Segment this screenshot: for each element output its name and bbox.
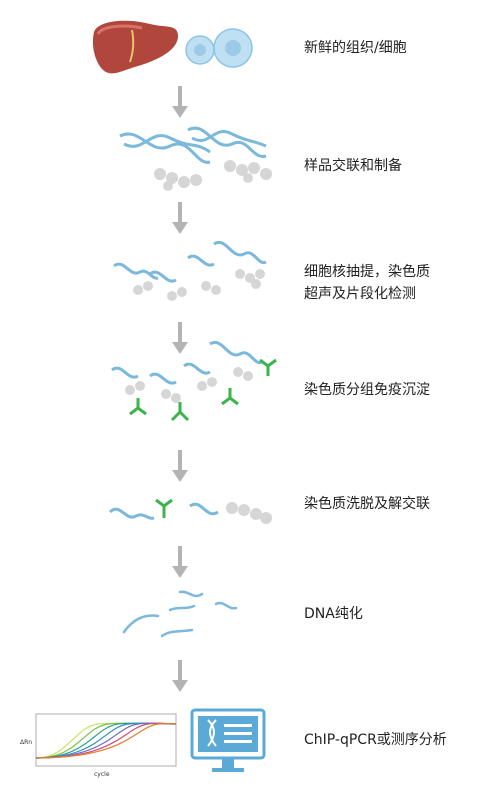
step-label: 细胞核抽提，染色质 [304,264,430,280]
down-arrow-icon [172,86,188,118]
step-elution: 染色质洗脱及解交联 [0,488,480,538]
down-arrow-icon [172,660,188,692]
step-label: 超声及片段化检测 [304,286,416,302]
step-label: 染色质分组免疫沉淀 [304,382,430,398]
step-label: 新鲜的组织/细胞 [304,40,407,56]
immunoprecipitation-illustration [111,340,277,422]
cell-icon [185,28,253,68]
tissue-cells-illustration [92,20,253,74]
elution-illustration [108,498,272,524]
step-sonication: 细胞核抽提，染色质 超声及片段化检测 [0,238,480,318]
step-label: DNA纯化 [304,606,363,622]
liver-icon [92,20,178,74]
step-label: 染色质洗脱及解交联 [304,496,430,512]
axis-label-y: ΔRn [20,739,32,746]
down-arrow-icon [172,322,188,354]
qpcr-chart: ΔRn cycle [20,713,177,778]
down-arrow-icon [172,450,188,482]
step-qpcr-sequencing: ΔRn cycle ChIP-qPCR或测序分析 [0,708,480,788]
down-arrow-icon [172,202,188,234]
crosslink-illustration [119,126,272,191]
monitor-icon [190,708,266,772]
step-immunoprecipitation: 染色质分组免疫沉淀 [0,336,480,436]
axis-label-x: cycle [94,771,110,778]
step-crosslink: 样品交联和制备 [0,122,480,202]
step-dna-purification: DNA纯化 [0,586,480,646]
step-label: 样品交联和制备 [304,158,402,174]
down-arrow-icon [172,546,188,578]
step-tissue-cells: 新鲜的组织/细胞 [0,16,480,86]
sonication-illustration [113,240,267,301]
dna-fragments-illustration [122,590,238,638]
step-label: ChIP-qPCR或测序分析 [304,732,447,748]
